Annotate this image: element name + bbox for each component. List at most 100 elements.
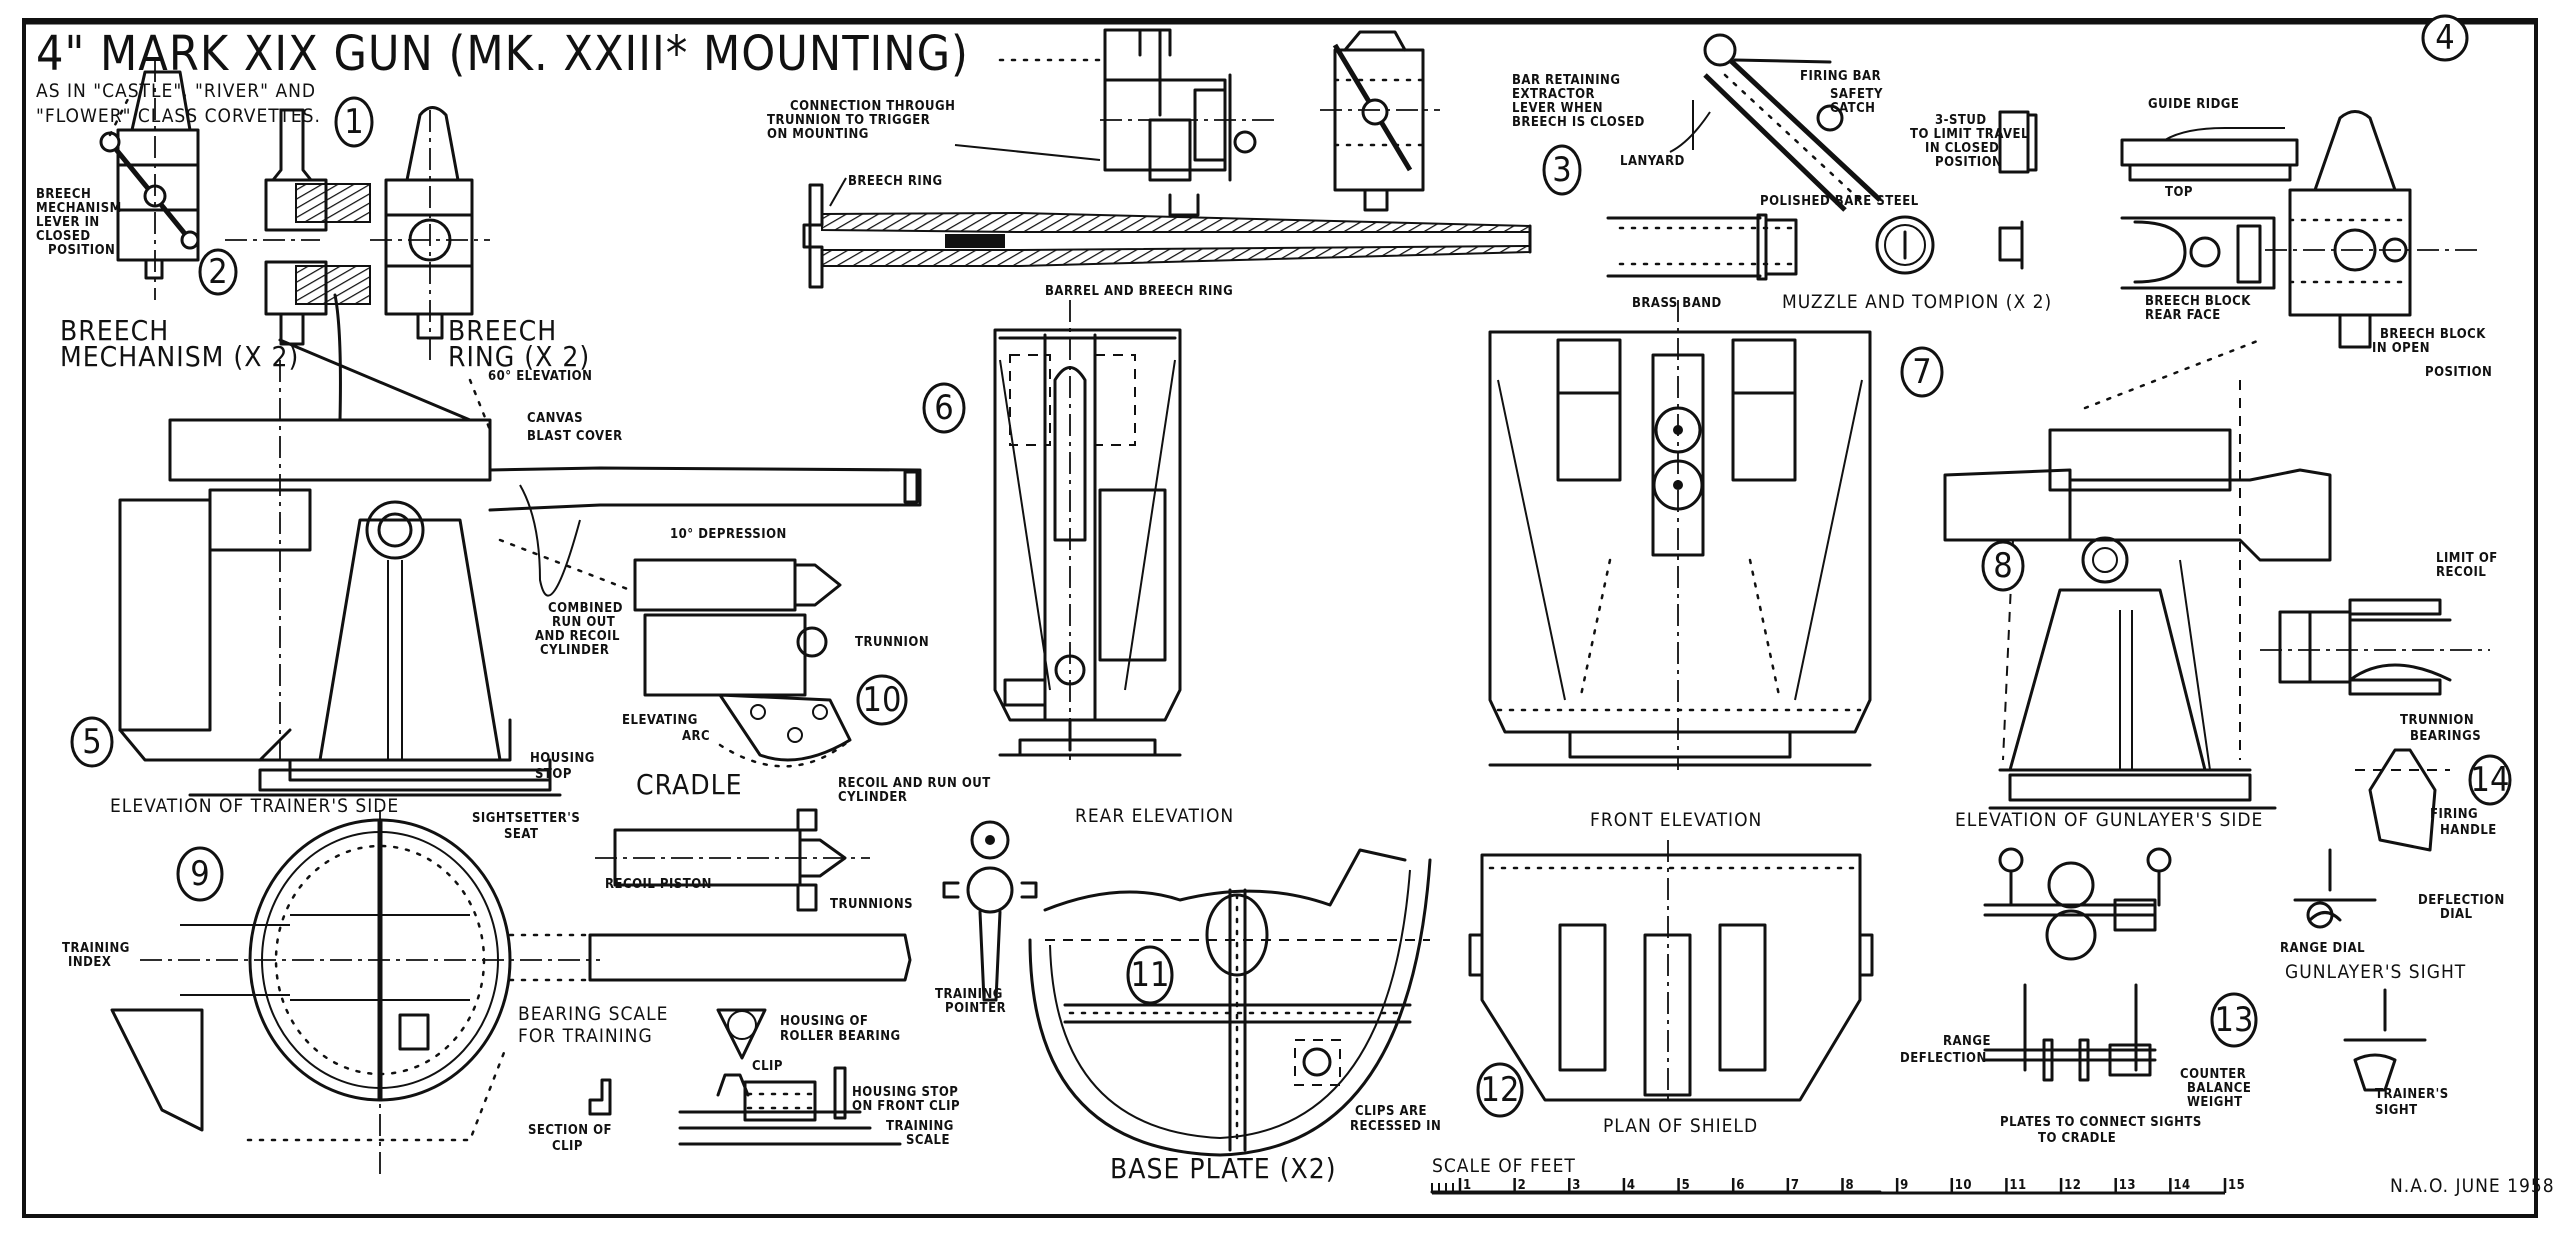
- svg-text:POSITION: POSITION: [2425, 365, 2492, 380]
- svg-text:HANDLE: HANDLE: [2440, 823, 2497, 838]
- svg-text:4: 4: [2435, 18, 2454, 58]
- svg-text:10: 10: [863, 680, 902, 720]
- svg-text:TRUNNION TO TRIGGER: TRUNNION TO TRIGGER: [767, 113, 930, 128]
- annotation-bar-retaining: BAR RETAINING EXTRACTOR LEVER WHEN BREEC…: [1512, 73, 1645, 130]
- caption-cradle: CRADLE: [636, 768, 743, 801]
- annotation-brass-band: BRASS BAND: [1632, 296, 1722, 311]
- svg-text:SAFETY: SAFETY: [1830, 87, 1883, 102]
- svg-text:11: 11: [1131, 955, 1170, 995]
- svg-text:PLATES TO CONNECT SIGHTS: PLATES TO CONNECT SIGHTS: [2000, 1115, 2202, 1130]
- annotation-firing-bar: FIRING BAR: [1800, 69, 1881, 84]
- svg-text:RING (X 2): RING (X 2): [448, 340, 590, 373]
- svg-text:CLIP: CLIP: [552, 1139, 583, 1154]
- svg-text:TO LIMIT TRAVEL: TO LIMIT TRAVEL: [1910, 127, 2029, 142]
- annotation-deflection-dial: DEFLECTION DIAL: [2418, 893, 2504, 922]
- figure-number-2: 2: [198, 248, 238, 296]
- breech-block-front-view: [1320, 30, 1440, 212]
- svg-text:COMBINED: COMBINED: [548, 601, 623, 616]
- annotation-range: RANGE: [1943, 1034, 1991, 1049]
- svg-text:13: 13: [2215, 1000, 2254, 1040]
- caption-front-elevation: FRONT ELEVATION: [1590, 809, 1762, 831]
- scale-tick-label: 8: [1846, 1178, 1855, 1193]
- annotation-lanyard: LANYARD: [1620, 154, 1685, 169]
- svg-text:2: 2: [208, 252, 227, 292]
- caption-top: TOP: [2165, 185, 2193, 200]
- svg-text:ROLLER BEARING: ROLLER BEARING: [780, 1029, 901, 1044]
- stud-part: [1998, 110, 2038, 174]
- svg-text:RUN OUT: RUN OUT: [552, 615, 615, 630]
- annotation-range-dial: RANGE DIAL: [2280, 941, 2365, 956]
- svg-text:BALANCE: BALANCE: [2187, 1081, 2251, 1096]
- svg-text:1: 1: [344, 102, 363, 142]
- figure-number-10: 10: [856, 674, 908, 726]
- svg-text:IN OPEN: IN OPEN: [2372, 341, 2430, 356]
- figure-number-8: 8: [1981, 540, 2025, 592]
- annotation-housing-stop-front: HOUSING STOP ON FRONT CLIP: [852, 1085, 960, 1114]
- scale-tick-label: 13: [2119, 1178, 2136, 1193]
- svg-text:SCALE: SCALE: [906, 1133, 950, 1148]
- figure-7-front-elevation: [1488, 300, 1872, 770]
- scale-tick-label: 5: [1682, 1178, 1691, 1193]
- figure-number-6: 6: [922, 382, 966, 434]
- annotation-bearing-scale: BEARING SCALE FOR TRAINING: [518, 1003, 668, 1047]
- svg-text:ELEVATING: ELEVATING: [622, 713, 698, 728]
- figure-14-firing-handle: [2355, 748, 2450, 852]
- figure-number-3: 3: [1542, 144, 1582, 196]
- svg-text:SIGHTSETTER'S: SIGHTSETTER'S: [472, 811, 580, 826]
- annotation-training-pointer: TRAINING POINTER: [935, 987, 1006, 1016]
- svg-text:ON MOUNTING: ON MOUNTING: [767, 127, 869, 142]
- svg-text:7: 7: [1912, 352, 1931, 392]
- svg-text:IN CLOSED: IN CLOSED: [1925, 141, 1999, 156]
- figure-number-11: 11: [1126, 945, 1174, 1005]
- muzzle-and-tompion: POLISHED BARE STEEL BRASS BAND MUZZLE AN…: [1606, 194, 2051, 313]
- scale-label: SCALE OF FEET: [1432, 1155, 1576, 1177]
- svg-text:FIRING: FIRING: [2430, 807, 2478, 822]
- svg-text:LEVER WHEN: LEVER WHEN: [1512, 101, 1603, 116]
- figure-number-13: 13: [2210, 992, 2258, 1048]
- caption-breech-ring: BREECH RING (X 2): [448, 314, 590, 373]
- figure-6-rear-elevation: [993, 300, 1182, 760]
- svg-text:BREECH: BREECH: [36, 187, 91, 202]
- svg-text:BREECH IS CLOSED: BREECH IS CLOSED: [1512, 115, 1645, 130]
- subtitle-line-2: "FLOWER" CLASS CORVETTES.: [36, 105, 321, 127]
- svg-text:TRAINING: TRAINING: [62, 941, 130, 956]
- svg-text:RECOIL: RECOIL: [2436, 565, 2486, 580]
- annotation-limit-of-recoil: LIMIT OF RECOIL: [2436, 551, 2497, 580]
- annotation-clip: CLIP: [752, 1059, 783, 1074]
- svg-text:SIGHT: SIGHT: [2375, 1103, 2418, 1118]
- svg-text:6: 6: [934, 388, 953, 428]
- svg-text:MECHANISM (X 2): MECHANISM (X 2): [60, 340, 299, 373]
- svg-text:3-STUD: 3-STUD: [1935, 113, 1987, 128]
- figure-number-14: 14: [2468, 754, 2512, 806]
- svg-text:HOUSING OF: HOUSING OF: [780, 1014, 868, 1029]
- figure-number-12: 12: [1476, 1062, 1524, 1118]
- caption-section-of-clip: SECTION OF CLIP: [528, 1078, 612, 1154]
- figure-4-breech-block: GUIDE RIDGE TOP BREECH BLOCK REAR FACE B…: [2120, 97, 2492, 380]
- scale-tick-label: 6: [1736, 1178, 1745, 1193]
- annotation-breech-ring: BREECH RING: [829, 174, 942, 207]
- svg-text:5: 5: [82, 722, 101, 762]
- scale-tick-label: 14: [2173, 1178, 2190, 1193]
- svg-text:HOUSING STOP: HOUSING STOP: [852, 1085, 958, 1100]
- scale-tick-label: 15: [2228, 1178, 2245, 1193]
- svg-text:INDEX: INDEX: [68, 955, 111, 970]
- svg-text:BEARING SCALE: BEARING SCALE: [518, 1003, 668, 1025]
- annotation-breech-lever: BREECH MECHANISM LEVER IN CLOSED POSITIO…: [36, 187, 121, 258]
- annotation-counter-balance: COUNTER BALANCE WEIGHT: [2180, 1067, 2251, 1110]
- svg-text:RECESSED IN: RECESSED IN: [1350, 1119, 1441, 1134]
- svg-text:9: 9: [190, 854, 209, 894]
- svg-text:CLIPS ARE: CLIPS ARE: [1355, 1104, 1427, 1119]
- title-block: 4" MARK XIX GUN (MK. XXIII* MOUNTING) AS…: [36, 26, 968, 127]
- annotation-clips-recessed: CLIPS ARE RECESSED IN: [1350, 1104, 1441, 1134]
- annotation-10-depression: 10° DEPRESSION: [670, 527, 787, 542]
- annotation-guide-ridge: GUIDE RIDGE: [2148, 97, 2239, 112]
- annotation-training-index: TRAINING INDEX: [62, 941, 130, 970]
- scale-tick-label: 7: [1791, 1178, 1800, 1193]
- svg-text:POINTER: POINTER: [945, 1001, 1006, 1016]
- figure-5-trainer-elevation: [118, 293, 922, 797]
- trunnion-bearing-detail: TRUNNION BEARINGS: [2260, 598, 2490, 744]
- svg-text:CLOSED: CLOSED: [36, 229, 91, 244]
- figure-number-1: 1: [334, 96, 374, 148]
